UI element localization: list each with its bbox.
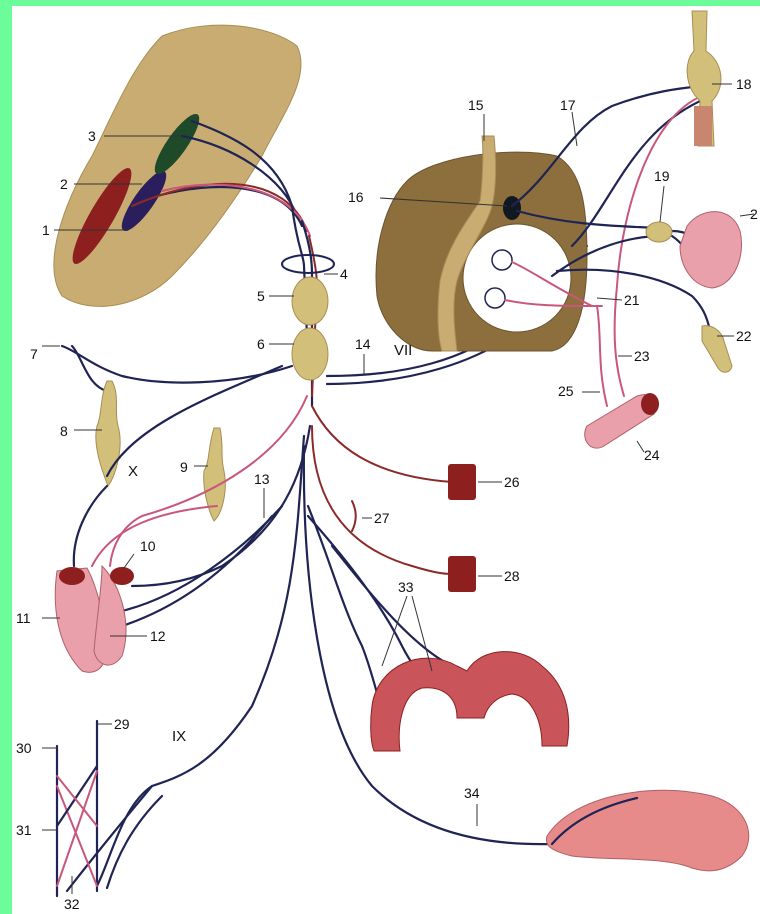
label-13: 13: [254, 471, 270, 487]
label-4: 4: [340, 266, 348, 282]
roman-x: X: [128, 463, 138, 480]
label-20: 2: [750, 206, 758, 222]
cranial-nerve-diagram: 1 2 3 4 5 6 7 8 9 10 11 12 13 14 15 16 1…: [12, 6, 760, 914]
plexus-a: [97, 786, 152, 886]
roman-vii: VII: [394, 342, 412, 359]
muscle-24-cap: [641, 393, 659, 415]
label-25: 25: [558, 383, 574, 399]
label-21: 21: [624, 292, 640, 308]
label-11: 11: [16, 610, 31, 626]
label-6: 6: [257, 336, 265, 352]
label-3: 3: [88, 128, 96, 144]
label-9: 9: [180, 459, 188, 475]
organ-34: [546, 790, 748, 871]
structure-22: [702, 326, 732, 373]
label-28: 28: [504, 568, 520, 584]
label-29: 29: [114, 716, 130, 732]
label-19: 19: [654, 168, 670, 184]
label-8: 8: [60, 423, 68, 439]
label-16: 16: [348, 189, 364, 205]
label-31: 31: [16, 822, 32, 838]
label-24: 24: [644, 447, 660, 463]
label-30: 30: [16, 740, 32, 756]
ganglion-5: [292, 277, 328, 325]
label-5: 5: [257, 288, 265, 304]
gland-cap-11: [59, 567, 85, 585]
label-15: 15: [468, 97, 484, 113]
nerve-33a: [308, 506, 384, 716]
brainstem: [54, 25, 301, 306]
diagram-canvas: 1 2 3 4 5 6 7 8 9 10 11 12 13 14 15 16 1…: [12, 6, 760, 914]
muscle-26: [448, 464, 476, 500]
nerve-27: [352, 501, 356, 531]
label-32: 32: [64, 896, 80, 912]
label-10: 10: [140, 538, 156, 554]
muscle-28: [448, 556, 476, 592]
gland-cap-10: [110, 567, 134, 585]
label-14: 14: [355, 336, 371, 352]
plexus-b: [67, 786, 152, 891]
gland-20: [680, 212, 742, 288]
nerve-28: [312, 426, 452, 574]
ganglion-8: [96, 381, 120, 486]
label-1: 1: [42, 222, 50, 238]
canal-circle: [463, 224, 571, 332]
nerve-to-12: [122, 516, 272, 626]
pink-25: [597, 306, 607, 406]
label-33: 33: [398, 579, 414, 595]
label-7: 7: [30, 346, 38, 362]
nerve-to-11: [74, 486, 107, 566]
nerve-26: [312, 406, 452, 482]
roman-ix: IX: [172, 728, 186, 745]
ganglion-18-stem: [694, 106, 712, 146]
ganglion-6: [292, 328, 328, 380]
ring-4: [282, 255, 334, 273]
label-34: 34: [464, 785, 480, 801]
label-2: 2: [60, 176, 68, 192]
nerve-33c: [332, 546, 452, 666]
label-26: 26: [504, 474, 520, 490]
label-23: 23: [634, 348, 650, 364]
label-18: 18: [736, 76, 752, 92]
nerve-34: [304, 446, 552, 844]
label-12: 12: [150, 628, 166, 644]
label-22: 22: [736, 328, 752, 344]
organ-33: [371, 652, 569, 751]
label-27: 27: [374, 510, 390, 526]
label-17: 17: [560, 97, 576, 113]
ganglion-19: [646, 222, 672, 242]
